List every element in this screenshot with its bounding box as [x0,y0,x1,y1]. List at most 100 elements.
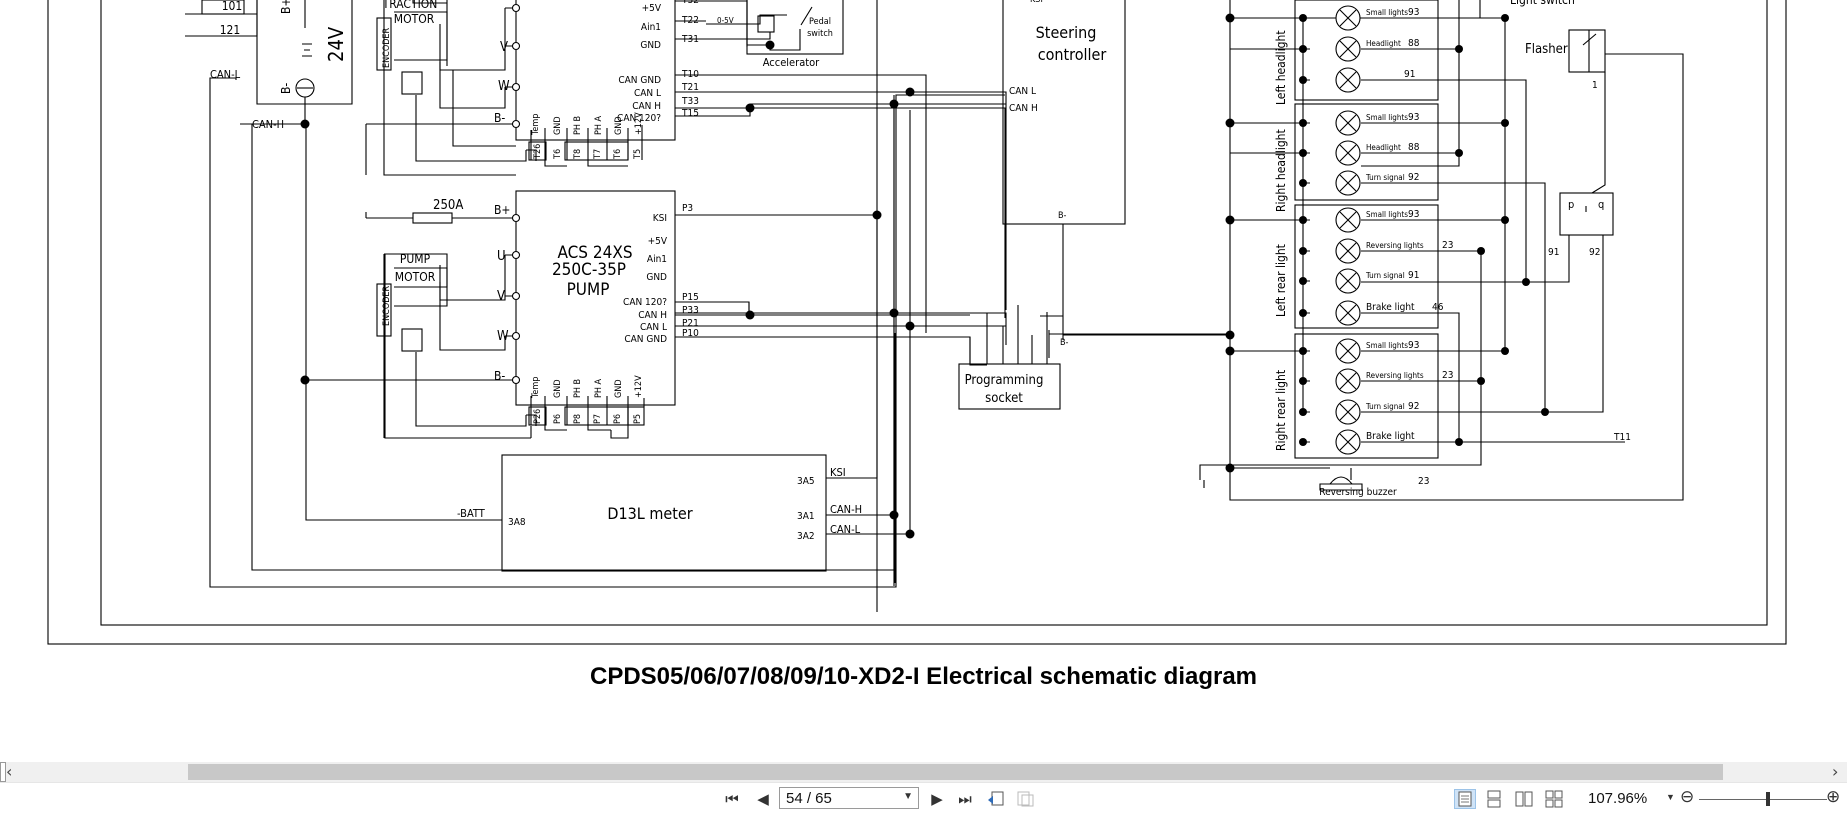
battery-num-101: 101 [222,0,243,13]
pump-bottom-label-5: +12V [634,375,644,398]
traction-bottom-label-4: GND [614,116,624,135]
traction-bottom-wire-4: T6 [613,149,623,160]
zoom-out-icon[interactable]: ⊖ [1680,787,1695,807]
pump-motor-label: PUMP [400,252,431,266]
lamp-label-11: Reversing lights [1366,371,1424,380]
chevron-down-icon[interactable]: ▼ [903,791,913,802]
lamp-label-5: Turn signal [1365,173,1405,182]
pump-b-minus: B- [494,369,505,383]
last-page-button[interactable]: ⏭ [954,789,976,809]
traction-encoder-label: ENCODER [382,27,392,68]
meter-pin-3a2: 3A2 [797,531,815,542]
pump-pin-0: KSI [653,213,667,224]
pump-pin-v: V [497,289,505,304]
pump-pin-1: +5V [648,236,668,247]
accelerator-label: Accelerator [763,56,820,69]
diagram-caption: CPDS05/06/07/08/09/10-XD2-I Electrical s… [589,663,1258,690]
zoom-slider-thumb[interactable] [1766,792,1770,806]
lamp-label-7: Reversing lights [1366,241,1424,250]
pump-pin-5: CAN H [638,310,667,321]
lamp-label-6: Small lights [1366,210,1408,219]
pump-motor-label-2: MOTOR [395,270,436,284]
meter-wire-ksi: KSI [830,466,846,479]
programming-b-minus: B- [1060,338,1069,348]
first-page-button[interactable]: ⏮ [721,789,743,809]
lamp-number-6: 93 [1408,209,1419,220]
can-h-label: CAN-H [252,118,284,131]
pump-wire-P10: P10 [682,328,699,339]
wire-t11: T11 [1613,432,1631,443]
schematic-diagram: 101121B+B-24VCAN-LCAN-HTRACTIONMOTORENCO… [47,0,1787,645]
traction-pin-0: +5V [642,3,662,14]
pump-bottom-label-1: GND [553,379,563,398]
facing-view-button[interactable] [1513,789,1535,809]
flasher-label: Flasher [1525,42,1568,57]
pump-bottom-wire-4: P6 [613,414,623,424]
pump-wire-P21: P21 [682,318,699,329]
lamp-label-12: Turn signal [1365,402,1405,411]
pump-bottom-wire-3: P7 [593,414,603,424]
single-page-view-button[interactable] [1454,789,1476,809]
pump-bottom-wire-2: P8 [573,414,583,424]
traction-pin-3: CAN GND [618,75,661,86]
traction-pin-v: V [500,40,508,55]
scroll-left-icon[interactable]: ‹ [6,762,13,781]
zoom-in-icon[interactable]: ⊕ [1826,787,1841,807]
scrollbar-thumb[interactable] [188,764,1723,780]
meter-pin-3a1: 3A1 [797,511,815,522]
traction-wire-T15: T15 [681,108,699,119]
next-page-icon: ▶ [931,790,943,808]
pump-pin-u: U [497,249,506,264]
group-right-headlight: Right headlight [1274,129,1288,212]
traction-pin-1: Ain1 [641,22,661,33]
bottom-toolbar: ⏮ ◀ 54 / 65 ▼ ▶ ⏭ 107.96% ▼ ⊖ ⊕ [0,782,1847,815]
lamp-label-13: Brake light [1366,431,1415,442]
lamp-number-1: 88 [1408,38,1420,49]
light-switch-label: Light switch [1510,0,1575,7]
meter-pin-3a5: 3A5 [797,476,815,487]
zoom-dropdown-icon[interactable]: ▼ [1666,792,1675,802]
prev-page-icon: ◀ [757,790,769,808]
traction-wire-T10: T10 [681,69,699,80]
steering-can-l: CAN L [1009,86,1036,97]
zoom-slider[interactable] [1699,799,1827,800]
lamp-number-11: 23 [1442,370,1453,381]
traction-wire-T33: T33 [681,96,699,107]
traction-bottom-wire-2: T8 [573,149,583,160]
pump-encoder-label: ENCODER [382,285,392,326]
previous-view-button[interactable] [985,789,1007,809]
traction-bottom-label-0: Temp [531,114,541,136]
horizontal-scrollbar[interactable]: ‹ › [0,762,1847,782]
traction-bottom-label-3: PH A [594,115,604,135]
pump-wire-P15: P15 [682,292,699,303]
continuous-view-button[interactable] [1483,789,1505,809]
steering-b-minus: B- [1058,211,1067,221]
next-page-button[interactable]: ▶ [926,789,948,809]
lamp-label-8: Turn signal [1365,271,1405,280]
lamp-label-3: Small lights [1366,113,1408,122]
continuous-facing-icon [1545,790,1563,808]
lamp-number-9: 46 [1432,302,1444,313]
page-number-field[interactable]: 54 / 65 ▼ [779,787,919,809]
steering-can-h: CAN H [1009,103,1038,114]
lamp-label-0: Small lights [1366,8,1408,17]
meter-wire-can-h: CAN-H [830,503,862,516]
traction-pin-w: W [498,79,510,94]
prev-page-button[interactable]: ◀ [752,789,774,809]
traction-bottom-label-5: +12V [634,112,644,135]
lamp-number-10: 93 [1408,340,1419,351]
scroll-right-icon[interactable]: › [1832,762,1839,781]
continuous-facing-view-button[interactable] [1543,789,1565,809]
next-view-button[interactable] [1015,789,1037,809]
buzzer-wire-23: 23 [1418,476,1429,487]
previous-view-icon [988,791,1004,806]
pump-wire-P3: P3 [682,203,693,214]
battery-b-minus: B- [279,83,293,94]
pump-pin-3: GND [646,272,667,283]
pump-bottom-label-4: GND [614,379,624,398]
meter-title: D13L meter [607,504,692,523]
meter-batt: -BATT [457,507,486,520]
pump-wire-P33: P33 [682,305,699,316]
lamp-number-2: 91 [1404,69,1415,80]
